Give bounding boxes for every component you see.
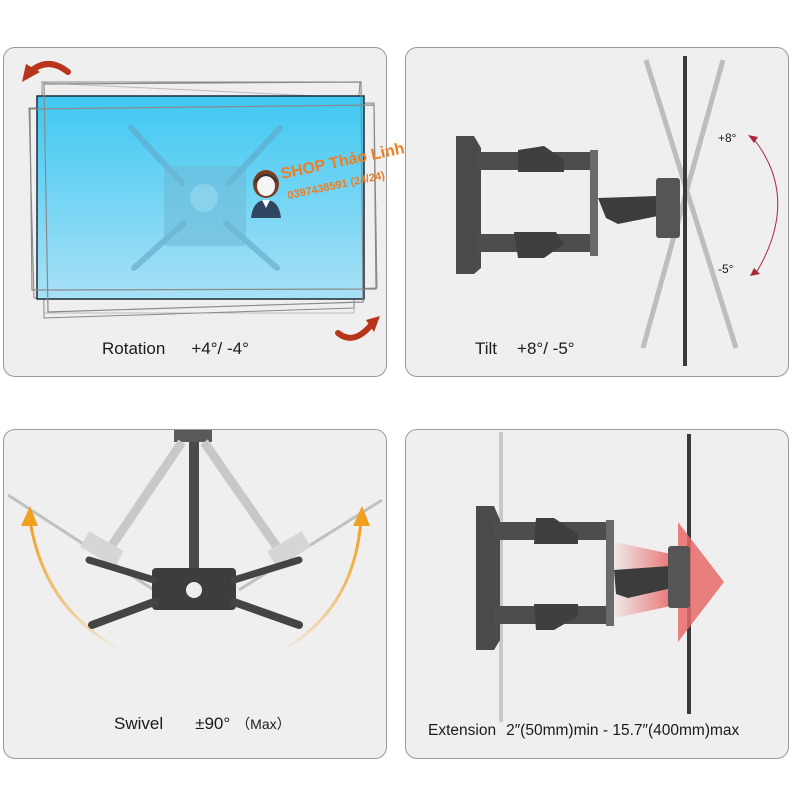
tilt-panel: +8° -5° Tilt +8°/ -5° bbox=[405, 47, 789, 377]
tilt-label: Tilt bbox=[475, 339, 498, 358]
extension-label: Extension bbox=[428, 722, 497, 739]
rotation-panel: Rotation +4°/ -4° bbox=[3, 47, 387, 377]
tilt-caption: Tilt +8°/ -5° bbox=[475, 339, 575, 359]
extension-value: 2″(50mm)min - 15.7″(400mm)max bbox=[506, 722, 740, 739]
swivel-qualifier: （Max） bbox=[236, 716, 291, 732]
swivel-caption: Swivel ±90° （Max） bbox=[114, 714, 291, 734]
extension-panel: Extension 2″(50mm)min - 15.7″(400mm)max bbox=[405, 429, 789, 759]
tilt-down-marker: -5° bbox=[718, 262, 734, 276]
swivel-illustration bbox=[7, 430, 383, 652]
tilt-up-marker: +8° bbox=[718, 131, 737, 145]
rotation-label: Rotation bbox=[102, 339, 166, 358]
rotation-caption: Rotation +4°/ -4° bbox=[102, 339, 249, 359]
swivel-panel: Swivel ±90° （Max） bbox=[3, 429, 387, 759]
rotation-illustration bbox=[22, 61, 380, 341]
extension-caption: Extension 2″(50mm)min - 15.7″(400mm)max bbox=[428, 722, 739, 740]
swivel-label: Swivel bbox=[114, 714, 164, 733]
swivel-value: ±90° bbox=[195, 714, 231, 733]
tilt-illustration bbox=[456, 56, 779, 366]
extension-illustration bbox=[476, 432, 724, 722]
rotation-value: +4°/ -4° bbox=[191, 339, 249, 358]
tilt-value: +8°/ -5° bbox=[517, 339, 575, 358]
